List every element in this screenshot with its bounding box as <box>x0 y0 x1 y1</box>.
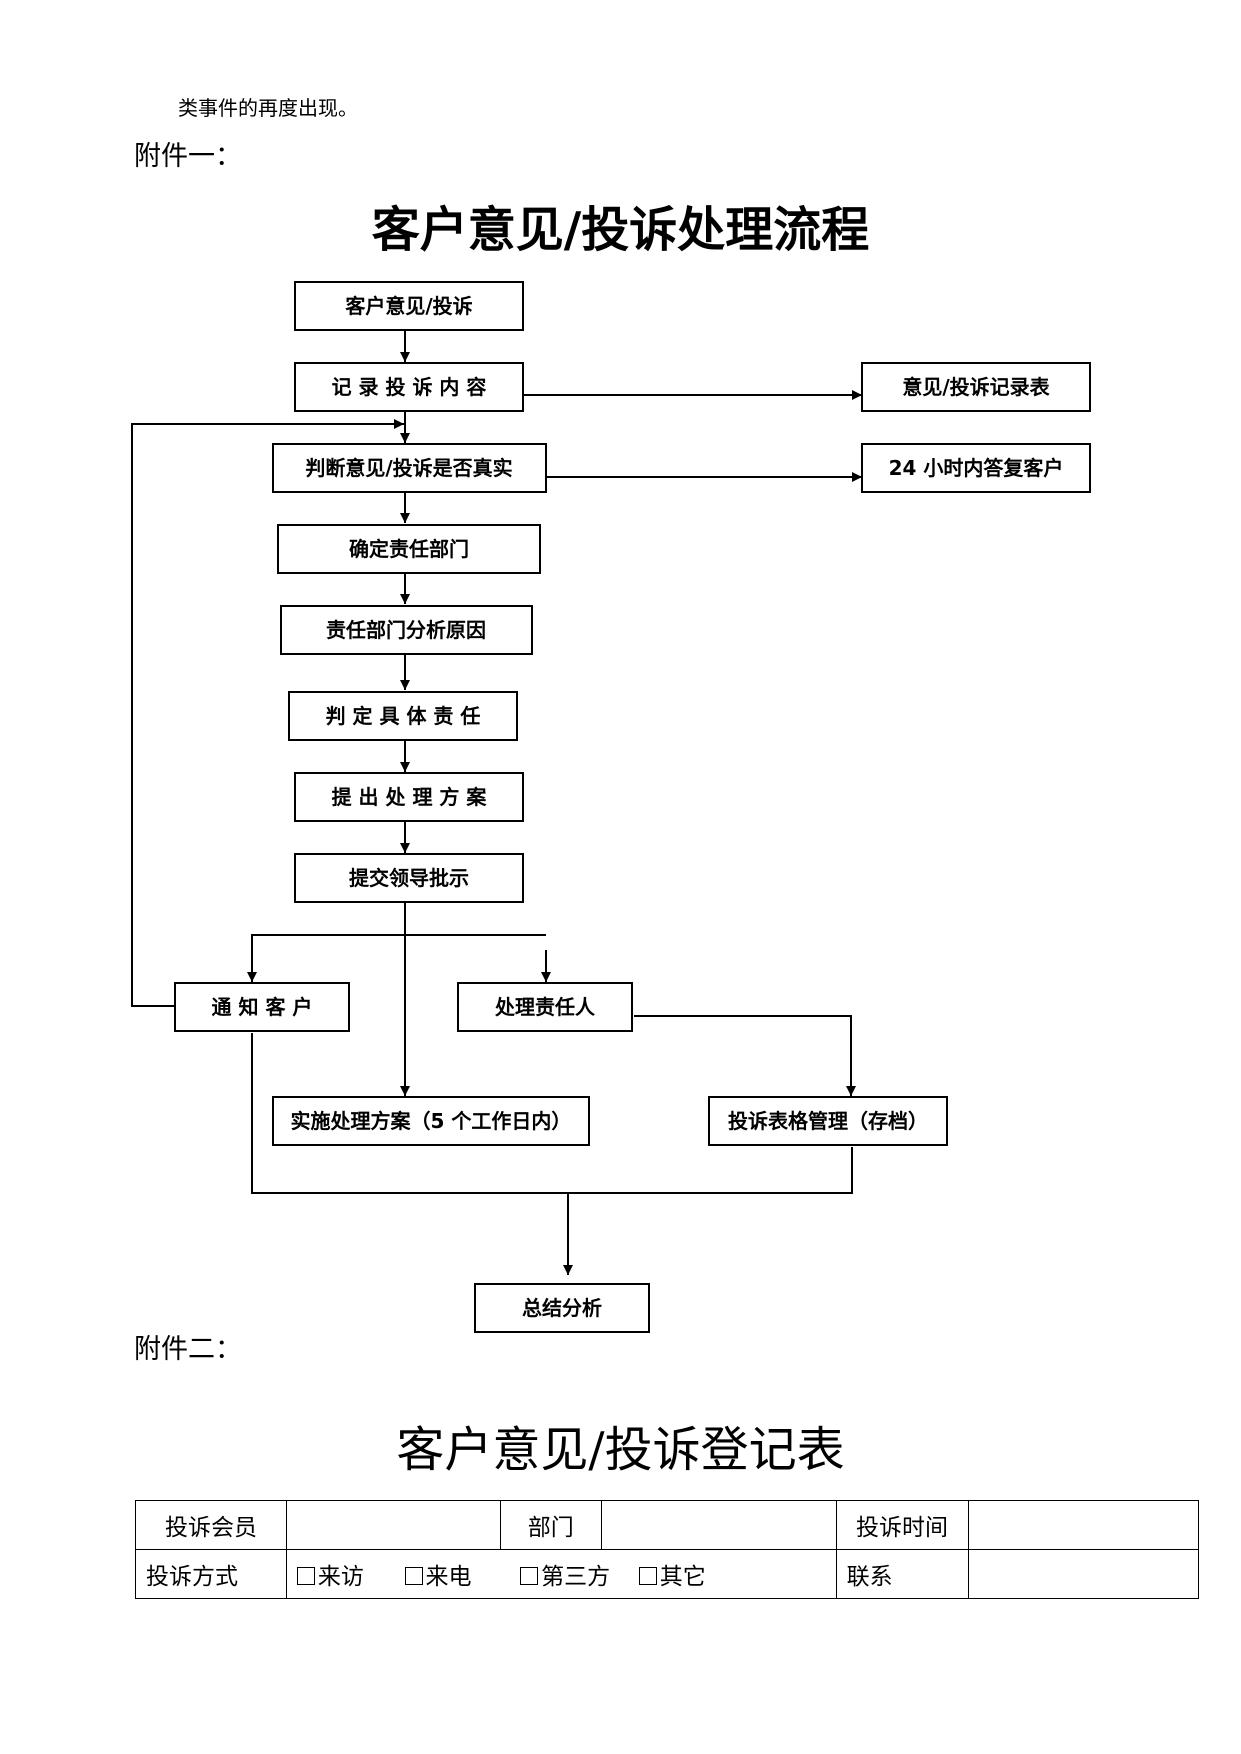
option-third-party[interactable]: 第三方 <box>520 1564 610 1590</box>
flow-node-record-form-label: 意见/投诉记录表 <box>902 375 1050 399</box>
contact-field[interactable] <box>967 1549 1199 1599</box>
flow-node-dept-label: 确定责任部门 <box>349 537 469 561</box>
flow-node-judge-label: 判断意见/投诉是否真实 <box>305 456 512 480</box>
flow-node-summary: 总结分析 <box>474 1283 650 1333</box>
flow-node-record: 记 录 投 诉 内 容 <box>294 362 524 412</box>
flow-node-liability-label: 判 定 具 体 责 任 <box>326 704 481 728</box>
contact-label: 联系 <box>835 1549 969 1599</box>
flow-node-analyze-label: 责任部门分析原因 <box>326 618 486 642</box>
flow-node-submit: 提交领导批示 <box>294 853 524 903</box>
flow-node-record-label: 记 录 投 诉 内 容 <box>332 375 487 399</box>
flow-node-notify-label: 通 知 客 户 <box>212 995 313 1019</box>
flow-node-summary-label: 总结分析 <box>522 1296 602 1320</box>
option-visit[interactable]: 来访 <box>296 1564 364 1590</box>
checkbox-other[interactable] <box>638 1567 657 1585</box>
flow-node-handle-person-label: 处理责任人 <box>494 995 596 1019</box>
flow-node-liability: 判 定 具 体 责 任 <box>288 691 518 741</box>
flow-node-analyze: 责任部门分析原因 <box>280 605 533 655</box>
flow-node-propose: 提 出 处 理 方 案 <box>294 772 524 822</box>
form-row-2: 投诉方式 来访 来电 第三方 其它 联系 <box>135 1549 1199 1599</box>
option-call[interactable]: 来电 <box>404 1564 472 1590</box>
flow-node-judge: 判断意见/投诉是否真实 <box>272 443 547 493</box>
method-label: 投诉方式 <box>135 1549 287 1599</box>
flow-node-dept: 确定责任部门 <box>277 524 541 574</box>
dept-label: 部门 <box>499 1500 602 1550</box>
flow-node-reply: 24 小时内答复客户 <box>861 443 1091 493</box>
flow-node-archive-label: 投诉表格管理（存档） <box>728 1109 928 1133</box>
checkbox-third-party[interactable] <box>520 1567 539 1585</box>
time-field[interactable] <box>967 1500 1199 1550</box>
registration-form: 投诉会员 部门 投诉时间 投诉方式 来访 来电 第三方 其它 联系 <box>135 1500 1199 1599</box>
form-row-1: 投诉会员 部门 投诉时间 <box>135 1500 1199 1550</box>
dept-field[interactable] <box>600 1500 837 1550</box>
flow-node-implement: 实施处理方案（5 个工作日内） <box>272 1096 590 1146</box>
flow-node-start-label: 客户意见/投诉 <box>344 294 472 318</box>
checkbox-visit[interactable] <box>296 1567 315 1585</box>
flowchart: 客户意见/投诉 记 录 投 诉 内 容 意见/投诉记录表 判断意见/投诉是否真实… <box>131 281 1091 1333</box>
option-other[interactable]: 其它 <box>638 1564 706 1590</box>
intro-text: 类事件的再度出现。 <box>178 96 358 120</box>
member-label: 投诉会员 <box>135 1500 287 1550</box>
flow-node-submit-label: 提交领导批示 <box>349 866 469 890</box>
member-field[interactable] <box>285 1500 501 1550</box>
flow-node-implement-label: 实施处理方案（5 个工作日内） <box>291 1109 572 1133</box>
flow-node-notify: 通 知 客 户 <box>174 982 350 1032</box>
form-title: 客户意见/投诉登记表 <box>396 1422 845 1478</box>
flow-node-reply-label: 24 小时内答复客户 <box>889 456 1064 480</box>
flow-node-start: 客户意见/投诉 <box>294 281 524 331</box>
method-options: 来访 来电 第三方 其它 <box>285 1549 837 1599</box>
flow-node-handle-person: 处理责任人 <box>457 982 633 1032</box>
attachment2-label: 附件二： <box>134 1334 242 1365</box>
flowchart-title: 客户意见/投诉处理流程 <box>371 202 870 258</box>
attachment1-label: 附件一： <box>134 141 242 172</box>
flow-node-propose-label: 提 出 处 理 方 案 <box>332 785 488 809</box>
flow-node-archive: 投诉表格管理（存档） <box>708 1096 948 1146</box>
time-label: 投诉时间 <box>835 1500 969 1550</box>
flow-connectors <box>131 330 862 1275</box>
flow-node-record-form: 意见/投诉记录表 <box>861 362 1091 412</box>
checkbox-call[interactable] <box>404 1567 423 1585</box>
